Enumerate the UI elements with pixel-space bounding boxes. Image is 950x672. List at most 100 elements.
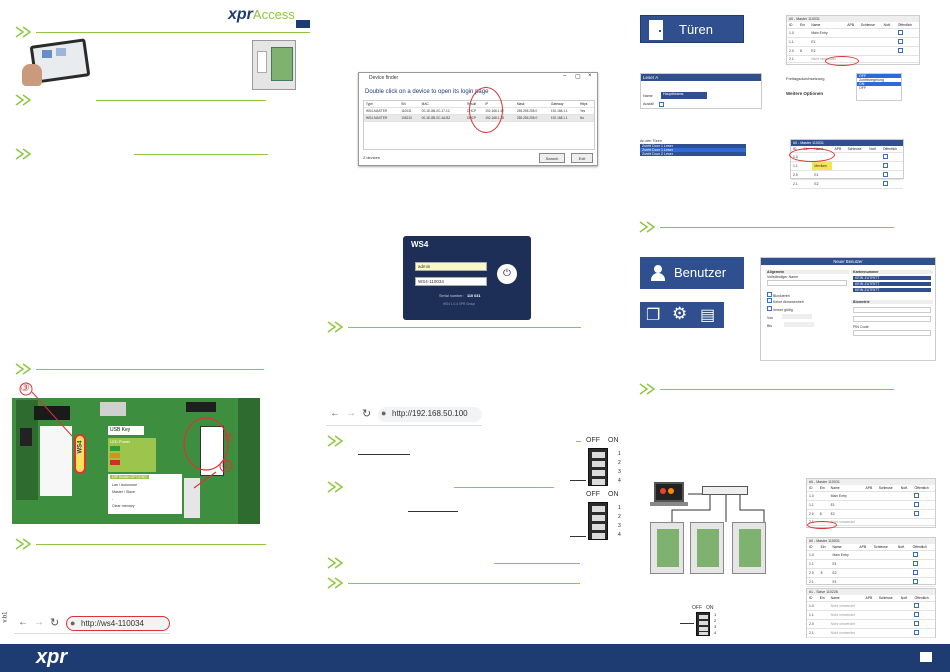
username-input[interactable]: admin xyxy=(415,262,487,271)
dip-options-panel: DIP Switch OPTIONS Lan / Autonome Master… xyxy=(108,474,182,514)
forward-icon[interactable]: → xyxy=(346,408,356,419)
address-bar[interactable]: ● http://ws4-110034 xyxy=(66,616,170,631)
leser-panel: Leser A Name Hauptbeams Ausfall xyxy=(640,73,762,109)
list-item[interactable]: Zutritt Door 1 Leser xyxy=(640,148,746,152)
card-select[interactable]: KEIN ZUTRITT xyxy=(853,288,931,292)
section-arrow xyxy=(638,383,894,395)
underline-mark xyxy=(358,454,410,455)
usb-key-label-box xyxy=(108,426,144,435)
close-icon[interactable]: × xyxy=(588,73,592,79)
name-input[interactable] xyxy=(767,280,847,286)
serial-value: 110 031 xyxy=(467,294,481,298)
url-text: http://ws4-110034 xyxy=(81,619,145,628)
controller-photo xyxy=(252,40,296,90)
ip-highlight-ring xyxy=(469,87,503,133)
device-input[interactable]: WS4-110034 xyxy=(415,277,487,286)
exit-button[interactable]: Exit xyxy=(571,153,593,163)
section-arrow xyxy=(14,26,310,38)
back-icon[interactable]: ← xyxy=(330,408,340,419)
dip-switch-1[interactable] xyxy=(588,448,608,486)
card-select[interactable]: KEIN ZUTRITT xyxy=(853,282,931,286)
section-arrow xyxy=(14,94,266,106)
footer-bar: xpr xyxy=(0,644,950,672)
dip-switch-2[interactable] xyxy=(588,502,608,540)
forward-icon[interactable]: → xyxy=(34,617,44,628)
reload-icon[interactable]: ↻ xyxy=(362,408,372,420)
name-field[interactable]: Hauptbeams xyxy=(661,92,707,99)
back-icon[interactable]: ← xyxy=(18,617,28,628)
minimize-icon[interactable]: – xyxy=(563,73,567,79)
dip-on-label: ON xyxy=(608,437,619,444)
board-annotations xyxy=(19,382,233,489)
tablet-photo xyxy=(18,38,91,88)
underline-mark xyxy=(408,511,458,512)
footer-logo: xpr xyxy=(36,646,68,668)
section-arrow xyxy=(326,577,580,589)
extra-checkbox[interactable] xyxy=(659,102,664,107)
list-item[interactable]: Zutritt Door 1 Leser xyxy=(640,144,746,148)
neuer-benutzer-dialog: Neuer Benutzer Allgemein Vollständiger N… xyxy=(760,257,936,361)
power-button[interactable]: ⏻ xyxy=(497,264,517,284)
dip-on-label: ON xyxy=(706,605,714,611)
device-finder-window: Device finder – ▢ × Double click on a de… xyxy=(358,72,598,166)
address-bar[interactable]: ● http://192.168.50.100 xyxy=(378,407,482,422)
board-photo: WS4 USB Key LED Power DIP Switch OPTIONS… xyxy=(12,398,260,524)
list-add-icon[interactable]: ▤ xyxy=(700,307,716,324)
section-arrow xyxy=(14,538,266,550)
page-number-box xyxy=(920,652,932,662)
turen-button[interactable]: Türen xyxy=(640,15,744,43)
login-footer: WS4 1.0.4 XPR Group xyxy=(443,302,476,306)
dip-switch-3[interactable] xyxy=(696,612,710,636)
device-finder-title: Device finder xyxy=(369,75,399,81)
globe-icon: ● xyxy=(70,618,76,628)
controller-box-2 xyxy=(690,522,724,574)
header-logo: xprAccess xyxy=(228,6,310,24)
pointer-line xyxy=(680,623,694,624)
door-icon xyxy=(649,20,663,40)
pin-input[interactable] xyxy=(853,330,931,336)
fingerprint-field[interactable] xyxy=(853,316,931,322)
side-label: v.b1 xyxy=(2,611,9,623)
annotation-2: ② xyxy=(224,432,234,444)
settings-icon[interactable]: ⚙ xyxy=(672,304,688,323)
search-button[interactable]: Search xyxy=(539,153,565,163)
pointer-line xyxy=(570,536,586,537)
dropdown-menu[interactable]: OFF Zutrittsregelung ON OFF xyxy=(856,73,902,101)
maximize-icon[interactable]: ▢ xyxy=(575,74,581,80)
section-arrow xyxy=(14,148,268,160)
section-arrow xyxy=(326,557,580,569)
reload-icon[interactable]: ↻ xyxy=(50,617,60,629)
usb-key-label: USB Key xyxy=(110,427,131,433)
dip-off-label: OFF xyxy=(692,605,702,611)
device-count: 2 devices xyxy=(363,155,380,160)
controller-box-3 xyxy=(732,522,766,574)
network-cables xyxy=(671,493,765,522)
list-item[interactable]: Zutritt Door 2 Leser xyxy=(640,152,746,156)
card-select[interactable]: KEIN ZUTRITT xyxy=(853,276,931,280)
fingerprint-field[interactable] xyxy=(853,307,931,313)
section-arrow xyxy=(14,363,264,375)
benutzer-button[interactable]: Benutzer xyxy=(640,257,744,289)
copy-icon[interactable]: ❐ xyxy=(646,307,661,324)
